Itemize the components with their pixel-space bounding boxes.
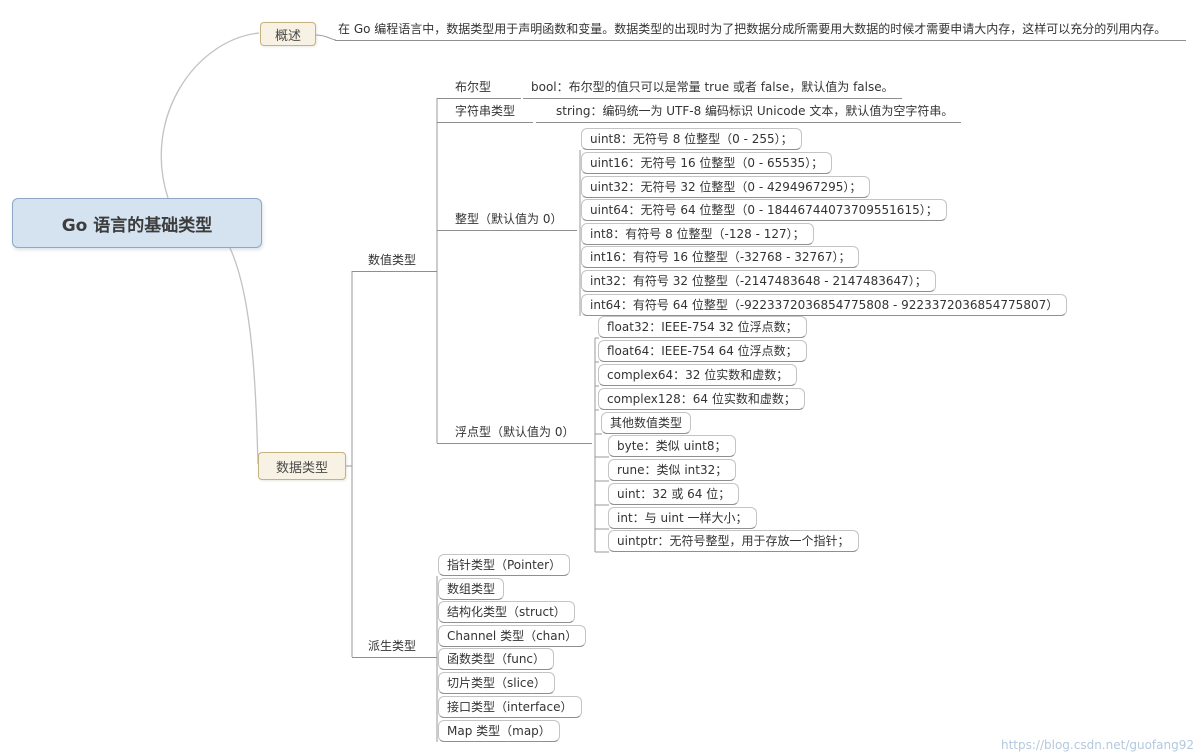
topic-complex64[interactable]: complex64：32 位实数和虚数； (598, 364, 798, 386)
topic-integer[interactable]: 整型（默认值为 0） (437, 210, 578, 231)
topic-float[interactable]: 浮点型（默认值为 0） (437, 423, 593, 444)
topic-struct-type[interactable]: 结构化类型（struct） (438, 601, 575, 623)
topic-int8[interactable]: int8：有符号 8 位整型（-128 - 127）； (581, 223, 814, 245)
topic-bool[interactable]: 布尔型 (437, 78, 522, 99)
topic-string-desc[interactable]: string：编码统一为 UTF-8 编码标识 Unicode 文本，默认值为空… (536, 102, 962, 123)
topic-uint16[interactable]: uint16：无符号 16 位整型（0 - 65535）； (581, 152, 833, 174)
topic-bool-desc[interactable]: bool：布尔型的值只可以是常量 true 或者 false，默认值为 fals… (523, 78, 902, 99)
topic-map-type[interactable]: Map 类型（map） (438, 720, 560, 742)
topic-overview[interactable]: 概述 (260, 22, 316, 46)
topic-channel-type[interactable]: Channel 类型（chan） (438, 625, 587, 647)
topic-uint64[interactable]: uint64：无符号 64 位整型（0 - 184467440737095516… (581, 199, 947, 221)
topic-int16[interactable]: int16：有符号 16 位整型（-32768 - 32767）； (581, 246, 860, 268)
topic-byte[interactable]: byte：类似 uint8； (608, 435, 736, 457)
root-topic[interactable]: Go 语言的基础类型 (12, 198, 262, 248)
curve-root-to-datatype (229, 247, 259, 465)
topic-slice-type[interactable]: 切片类型（slice） (438, 672, 555, 694)
topic-float32[interactable]: float32：IEEE-754 32 位浮点数； (598, 316, 807, 338)
topic-int64[interactable]: int64：有符号 64 位整型（-9223372036854775808 - … (581, 294, 1068, 316)
topic-array-type[interactable]: 数组类型 (438, 578, 505, 600)
topic-interface-type[interactable]: 接口类型（interface） (438, 696, 582, 718)
topic-uint32[interactable]: uint32：无符号 32 位整型（0 - 4294967295）； (581, 176, 871, 198)
topic-numeric[interactable]: 数值类型 (352, 251, 438, 272)
topic-uint8[interactable]: uint8：无符号 8 位整型（0 - 255）； (581, 128, 802, 150)
watermark: https://blog.csdn.net/guofang92 (1001, 738, 1194, 752)
topic-rune[interactable]: rune：类似 int32； (608, 459, 737, 481)
topic-uint[interactable]: uint：32 或 64 位； (608, 483, 740, 505)
topic-derived[interactable]: 派生类型 (352, 637, 438, 658)
topic-float64[interactable]: float64：IEEE-754 64 位浮点数； (598, 340, 807, 362)
curve-root-to-overview (160, 32, 260, 199)
topic-complex128[interactable]: complex128：64 位实数和虚数； (598, 388, 805, 410)
topic-int32[interactable]: int32：有符号 32 位整型（-2147483648 - 214748364… (581, 270, 936, 292)
overview-text[interactable]: 在 Go 编程语言中，数据类型用于声明函数和变量。数据类型的出现时为了把数据分成… (335, 20, 1187, 41)
topic-data-type[interactable]: 数据类型 (258, 452, 346, 480)
topic-int[interactable]: int：与 uint 一样大小； (608, 507, 757, 529)
topic-other-numeric[interactable]: 其他数值类型 (601, 412, 692, 434)
topic-pointer-type[interactable]: 指针类型（Pointer） (438, 554, 571, 576)
topic-func-type[interactable]: 函数类型（func） (438, 648, 555, 670)
curve-overview-to-text (315, 34, 337, 41)
topic-string[interactable]: 字符串类型 (437, 102, 534, 123)
topic-uintptr[interactable]: uintptr：无符号整型，用于存放一个指针； (608, 530, 859, 552)
